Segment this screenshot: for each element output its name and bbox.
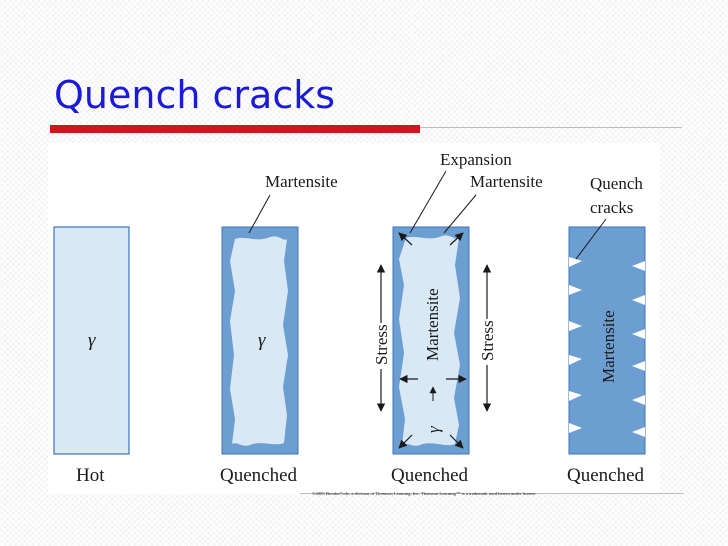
- crack-left-5: [569, 391, 582, 401]
- crack-left-1: [569, 257, 582, 267]
- panel-4-caption: Quenched: [567, 465, 645, 486]
- panel-2-martensite-label: Martensite: [265, 172, 338, 191]
- panel-hot-caption: Hot: [76, 465, 105, 486]
- crack-right-4: [632, 361, 645, 371]
- panel-2-phase-symbol: γ: [258, 330, 266, 351]
- arrow-bottom-right: [449, 434, 464, 449]
- crack-right-6: [632, 427, 645, 437]
- slide-title: Quench cracks: [54, 73, 336, 117]
- crack-right-5: [632, 395, 645, 405]
- quench-cracks-figure: γ Hot γ Martensite Quenched Expansion Ma…: [48, 143, 660, 494]
- arrow-top-right: [449, 232, 464, 246]
- panel-4-inner-martensite: Martensite: [599, 310, 618, 383]
- panel-3-inner-martensite: Martensite: [423, 288, 442, 361]
- expansion-leader-line: [409, 170, 447, 234]
- panel-hot-phase-symbol: γ: [88, 330, 96, 351]
- crack-left-3: [569, 321, 582, 331]
- expansion-label: Expansion: [440, 150, 512, 169]
- quench-diagram: γ Hot γ Martensite Quenched Expansion Ma…: [53, 150, 646, 486]
- panel-2-caption: Quenched: [220, 465, 298, 486]
- austenite-core: [230, 236, 288, 446]
- arrow-bottom-left: [398, 434, 413, 449]
- crack-right-3: [632, 329, 645, 339]
- quench-cracks-label-line-2: cracks: [590, 198, 633, 217]
- arrow-top-left: [398, 232, 413, 246]
- stress-right-label: Stress: [478, 320, 497, 361]
- copyright-credit: ©2003 Brooks/Cole, a division of Thomson…: [312, 491, 537, 496]
- panel-hot: γ Hot: [53, 226, 130, 486]
- austenite-core-expanding: [399, 235, 460, 446]
- panel-2-leader-line: [248, 194, 271, 234]
- stress-left-label: Stress: [372, 324, 391, 365]
- crack-notches: [569, 257, 645, 437]
- panel-3-martensite-label: Martensite: [470, 172, 543, 191]
- panel-3-caption: Quenched: [391, 465, 469, 486]
- quench-cracks-label-line-1: Quench: [590, 174, 643, 193]
- panel-3-leader-line: [443, 194, 477, 234]
- title-underline-rule: [420, 127, 682, 128]
- panel-quenched-cracks: Quench cracks Martensite Quenched: [567, 174, 646, 486]
- crack-left-2: [569, 285, 582, 295]
- crack-left-4: [569, 355, 582, 365]
- title-underline-accent: [50, 125, 420, 133]
- crack-right-1: [632, 261, 645, 271]
- panel-quenched-stress: Expansion Martensite Martensite γ Stress…: [372, 150, 543, 486]
- panel-quenched-shell: γ Martensite Quenched: [220, 172, 338, 486]
- panel-4-leader-line: [575, 218, 607, 260]
- hot-bar: [53, 226, 130, 455]
- crack-left-6: [569, 423, 582, 433]
- cracked-bar: [568, 226, 646, 455]
- panel-3-phase-symbol: γ: [424, 425, 443, 433]
- crack-right-2: [632, 295, 645, 305]
- footer-rule: [300, 493, 683, 494]
